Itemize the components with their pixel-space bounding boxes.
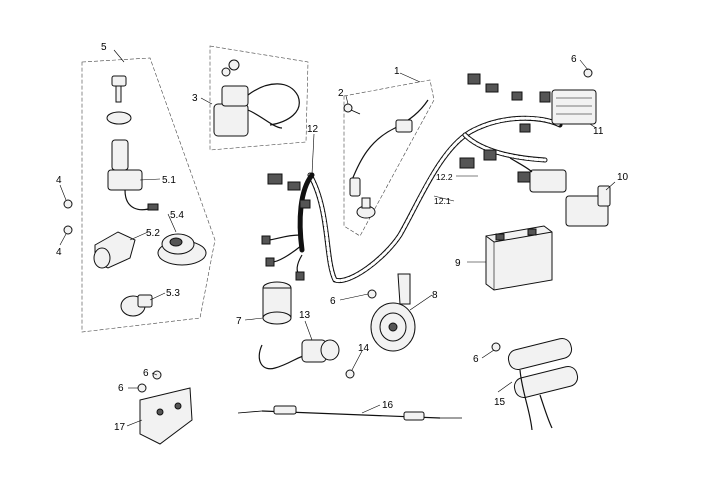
label-13: 13 (299, 310, 311, 321)
main-wire-harness (261, 73, 563, 284)
fuel-tank-cap (157, 233, 207, 266)
ignition-switch (107, 139, 159, 211)
label-9: 9 (455, 258, 461, 269)
brake-cable (237, 405, 462, 421)
label-12-1: 12.1 (434, 196, 451, 206)
label-3: 3 (192, 93, 198, 104)
horn (370, 273, 416, 352)
label-6-top: 6 (571, 54, 577, 65)
label-5-4: 5.4 (170, 210, 184, 221)
label-6-bracket-b: 6 (118, 383, 124, 394)
helmet-lock (120, 294, 153, 317)
screw-14 (345, 369, 355, 379)
battery (485, 225, 553, 291)
label-6-bracket-a: 6 (143, 368, 149, 379)
ignition-coil-outline (209, 45, 309, 151)
screw-6-top (583, 68, 593, 78)
label-5-1: 5.1 (162, 175, 176, 186)
label-8: 8 (432, 290, 438, 301)
flasher-relay (565, 185, 611, 227)
label-4-lower: 4 (56, 247, 62, 258)
sensor-cable (258, 339, 340, 370)
label-5-3: 5.3 (166, 288, 180, 299)
screw-6-grip (491, 342, 501, 352)
label-5: 5 (101, 42, 107, 53)
ignition-coil-group (209, 45, 309, 151)
leader-lines (59, 49, 616, 427)
label-1: 1 (394, 66, 400, 77)
screw-4-upper (63, 199, 73, 209)
label-2: 2 (338, 88, 344, 99)
screw-6-bracket-b (137, 383, 147, 393)
ignition-set-outline (81, 57, 216, 333)
screw-4-lower (63, 225, 73, 235)
screw-6-horn (367, 289, 377, 299)
label-6-grip: 6 (473, 354, 479, 365)
label-5-2: 5.2 (146, 228, 160, 239)
bolt-2 (343, 103, 361, 115)
starter-relay (509, 157, 567, 193)
label-17: 17 (114, 422, 126, 433)
starter-cylinder (262, 281, 292, 325)
label-11: 11 (593, 126, 604, 137)
label-12-2: 12.2 (436, 172, 453, 182)
label-15: 15 (494, 397, 506, 408)
regulator-rectifier (539, 89, 597, 125)
label-16: 16 (382, 400, 394, 411)
wire-harness-outline (343, 79, 435, 237)
ignition-switch-set-group (81, 57, 216, 333)
label-4-upper: 4 (56, 175, 62, 186)
grip-heaters (507, 337, 579, 431)
label-7: 7 (236, 316, 242, 327)
mounting-bracket (139, 387, 193, 445)
label-10: 10 (617, 172, 629, 183)
seat-lock (93, 231, 136, 269)
label-14: 14 (358, 343, 370, 354)
starter-cable (349, 99, 429, 219)
label-6-horn: 6 (330, 296, 336, 307)
key-cover (106, 111, 132, 125)
label-12: 12 (307, 124, 319, 135)
callout-labels: 5 3 1 2 12 6 11 10 9 12.2 12.1 4 4 5.1 5… (56, 42, 629, 433)
key (111, 75, 127, 103)
